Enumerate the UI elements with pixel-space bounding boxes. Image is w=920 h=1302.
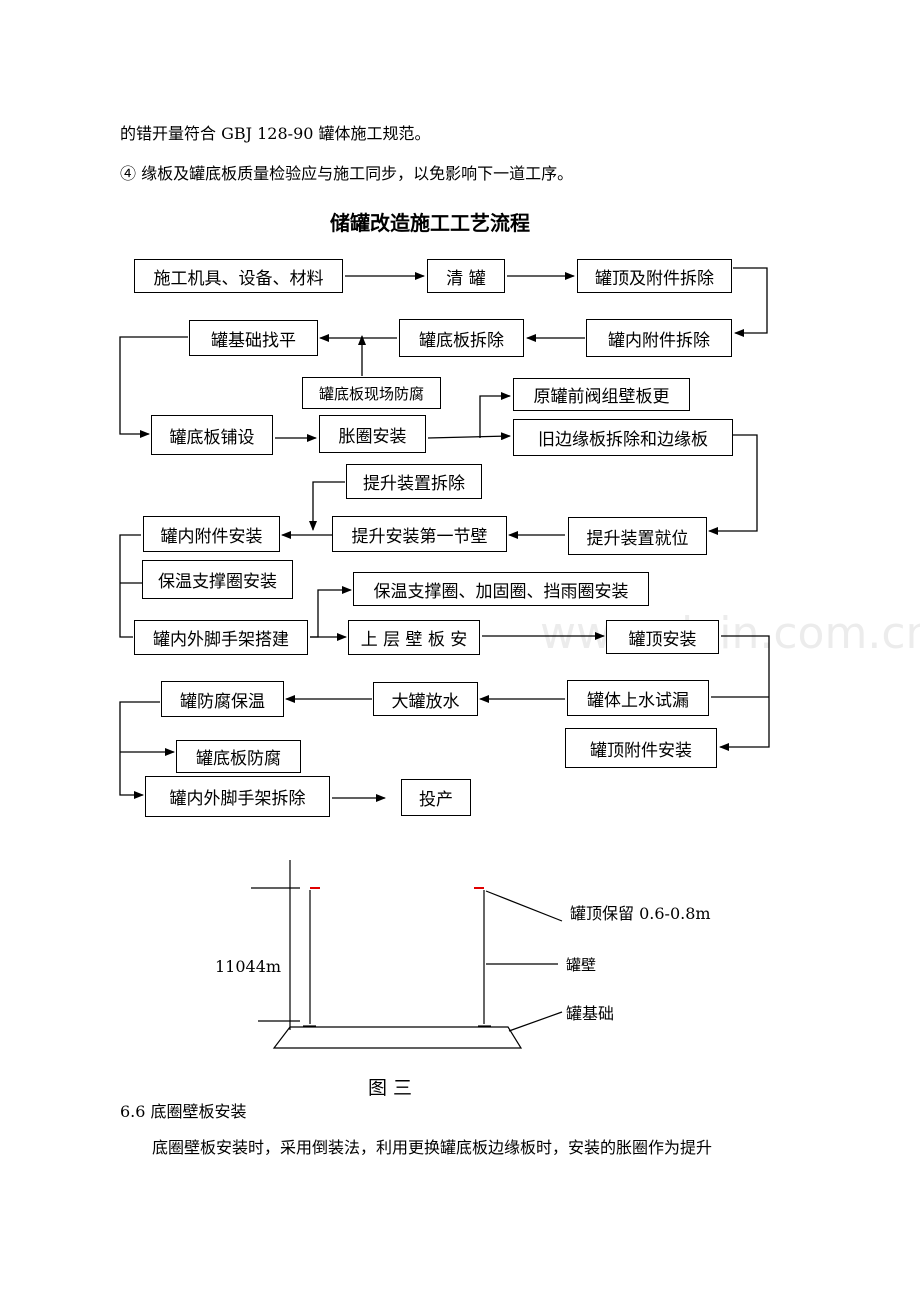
flow-box-bottom-plate-anticorrosion: 罐底板防腐 (176, 740, 301, 773)
flow-box-lifting-device-positioning: 提升装置就位 (568, 517, 707, 555)
flow-box-bottom-plate-removal: 罐底板拆除 (399, 319, 524, 357)
tank-wall-label: 罐壁 (566, 956, 597, 974)
paragraph-line-2: ④ 缘板及罐底板质量检验应与施工同步，以免影响下一道工序。 (120, 164, 574, 183)
flow-box-anticorrosion-insulation: 罐防腐保温 (161, 681, 284, 717)
tank-height-label: 11044m (215, 957, 282, 976)
flow-box-scaffold-removal: 罐内外脚手架拆除 (145, 776, 330, 817)
flow-box-foundation-leveling: 罐基础找平 (189, 320, 318, 356)
tank-diagram (251, 860, 563, 1049)
flow-box-roof-accessory-removal: 罐顶及附件拆除 (577, 259, 732, 293)
flow-box-commissioning: 投产 (401, 779, 471, 816)
flow-box-tank-drain: 大罐放水 (373, 682, 478, 716)
flowchart-title: 储罐改造施工工艺流程 (330, 211, 530, 235)
tank-foundation-label: 罐基础 (566, 1004, 615, 1023)
flow-box-internal-accessory-removal: 罐内附件拆除 (586, 319, 732, 357)
flow-box-edge-plate-replace: 旧边缘板拆除和边缘板 (513, 419, 733, 456)
flow-box-lift-first-wall-course: 提升安装第一节壁 (332, 516, 507, 552)
flow-box-bottom-plate-laying: 罐底板铺设 (151, 415, 273, 455)
flow-box-valve-wall-plate-replace: 原罐前阀组壁板更 (513, 378, 690, 411)
flow-box-upper-wall-plate: 上 层 壁 板 安 (348, 620, 480, 655)
flow-box-bottom-plate-anticorrosion-onsite: 罐底板现场防腐 (302, 377, 441, 409)
flow-box-water-leak-test: 罐体上水试漏 (567, 680, 709, 716)
flow-box-roof-accessory-install: 罐顶附件安装 (565, 728, 717, 768)
flow-box-internal-accessory-install: 罐内附件安装 (143, 516, 280, 552)
flow-box-insulation-support-ring: 保温支撑圈安装 (142, 560, 293, 599)
flow-box-roof-install: 罐顶安装 (606, 620, 719, 654)
section-heading: 6.6 底圈壁板安装 (120, 1102, 247, 1121)
flow-box-lifting-device-removal: 提升装置拆除 (346, 464, 482, 499)
roof-reserve-label: 罐顶保留 0.6-0.8m (570, 904, 711, 923)
flow-box-expansion-ring-install: 胀圈安装 (319, 415, 426, 453)
paragraph-line-1: 的错开量符合 GBJ 128-90 罐体施工规范。 (120, 124, 431, 143)
flow-box-scaffold-erection: 罐内外脚手架搭建 (134, 620, 308, 655)
body-paragraph: 底圈壁板安装时，采用倒装法，利用更换罐底板边缘板时，安装的胀圈作为提升 (152, 1138, 713, 1157)
flow-box-clean-tank: 清 罐 (427, 259, 505, 293)
flow-box-rings-install: 保温支撑圈、加固圈、挡雨圈安装 (353, 572, 649, 606)
flow-box-equipment-materials: 施工机具、设备、材料 (134, 259, 343, 293)
figure-caption: 图 三 (368, 1077, 413, 1099)
